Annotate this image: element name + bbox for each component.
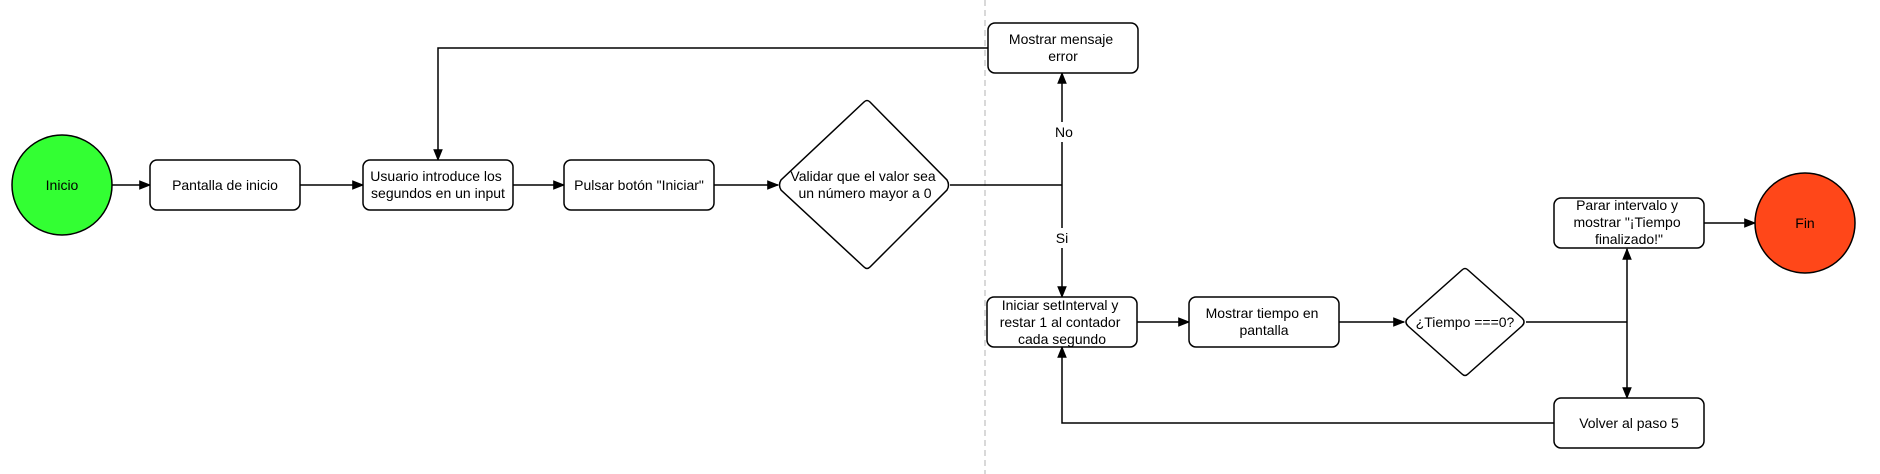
node-mostrar-tiempo-line-2: pantalla [1239,322,1288,338]
edge-label-si-bg [1052,228,1074,248]
node-usuario-label: Usuario introduce los segundos en un inp… [370,168,505,201]
node-volver-box [1553,397,1705,449]
node-usuario: Usuario introduce los segundos en un inp… [362,159,514,211]
node-pantalla-label: Pantalla de inicio [172,177,278,193]
node-error-label: Mostrar mensaje error [1009,31,1117,64]
node-parar-line-3: finalizado!" [1595,231,1663,247]
node-parar-box [1553,197,1705,249]
node-error: Mostrar mensaje error [987,22,1139,74]
node-setinterval-line-3: cada segundo [1018,331,1106,347]
node-validar-diamond [778,99,950,270]
node-validar: Validar que el valor sea un número mayor… [778,99,950,270]
edge-label-no: No [1055,124,1073,140]
node-pantalla-box [149,159,301,211]
node-parar-line-1: Parar intervalo y [1576,197,1678,213]
node-mostrar-tiempo-line-1: Mostrar tiempo en [1206,305,1319,321]
node-error-line-2: error [1048,48,1078,64]
node-mostrar-tiempo-box [1188,296,1340,348]
node-inicio-label: Inicio [46,177,79,193]
node-parar: Parar intervalo y mostrar "¡Tiempo final… [1553,197,1705,249]
node-fin: Fin [1754,172,1856,274]
node-setinterval: Iniciar setInterval y restar 1 al contad… [986,296,1138,348]
edge-error-to-usuario [433,47,988,162]
node-error-line-1: Mostrar mensaje [1009,31,1113,47]
start-circle [11,134,113,236]
node-setinterval-label: Iniciar setInterval y restar 1 al contad… [1000,297,1125,347]
node-pulsar-label: Pulsar botón "Iniciar" [574,177,704,193]
node-validar-line-1: Validar que el valor sea [790,168,935,184]
node-tiempo-check-diamond [1405,267,1525,377]
node-mostrar-tiempo: Mostrar tiempo en pantalla [1188,296,1340,348]
connectors [112,47,1757,424]
node-setinterval-box [986,296,1138,348]
node-setinterval-line-2: restar 1 al contador [1000,314,1121,330]
node-usuario-box [362,159,514,211]
node-validar-label: Validar que el valor sea un número mayor… [790,168,939,201]
node-tiempo-check: ¿Tiempo ===0? [1405,267,1525,377]
node-parar-label: Parar intervalo y mostrar "¡Tiempo final… [1573,197,1684,247]
node-mostrar-tiempo-label: Mostrar tiempo en pantalla [1206,305,1323,338]
node-error-box [987,22,1139,74]
end-circle [1754,172,1856,274]
edge-label-no-bg [1050,122,1076,142]
node-parar-line-2: mostrar "¡Tiempo [1573,214,1680,230]
node-usuario-line-2: segundos en un input [371,185,505,201]
node-usuario-line-1: Usuario introduce los [370,168,502,184]
node-volver: Volver al paso 5 [1553,397,1705,449]
node-inicio: Inicio [11,134,113,236]
node-pulsar: Pulsar botón "Iniciar" [563,159,715,211]
node-fin-label: Fin [1795,215,1814,231]
node-volver-label: Volver al paso 5 [1579,415,1679,431]
edge-label-si: Si [1056,230,1068,246]
node-setinterval-line-1: Iniciar setInterval y [1002,297,1119,313]
node-validar-line-2: un número mayor a 0 [798,185,931,201]
edge-volver-to-setinterval [1057,345,1554,424]
node-tiempo-check-label: ¿Tiempo ===0? [1416,314,1515,330]
node-pantalla: Pantalla de inicio [149,159,301,211]
node-pulsar-box [563,159,715,211]
